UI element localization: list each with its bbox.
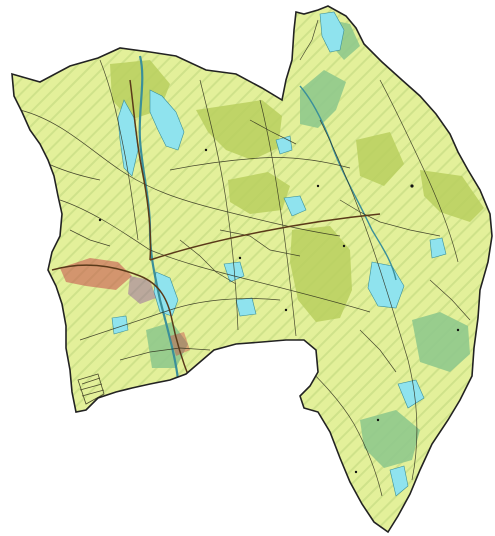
- lake: [319, 11, 345, 53]
- lake: [153, 271, 179, 317]
- lake: [429, 237, 447, 259]
- road-network: [19, 19, 471, 497]
- point-features: [98, 148, 460, 474]
- hatched-parcel: [77, 373, 105, 405]
- lake: [275, 135, 293, 155]
- lake: [389, 465, 409, 497]
- wetland-zone: [360, 410, 420, 468]
- forest-patch: [196, 100, 282, 160]
- forest-patch: [356, 132, 404, 186]
- wetland-zone: [300, 70, 346, 128]
- urban-area: [170, 332, 190, 356]
- lake: [397, 379, 425, 409]
- wetland-zone: [412, 312, 470, 372]
- lake: [149, 89, 185, 151]
- forest-patch: [420, 170, 484, 222]
- forest-patch: [228, 172, 290, 214]
- wetland-zone: [146, 322, 188, 368]
- lake: [283, 195, 307, 217]
- forest-patch: [290, 226, 352, 322]
- main-roads: [51, 79, 381, 381]
- urban-area: [128, 276, 156, 304]
